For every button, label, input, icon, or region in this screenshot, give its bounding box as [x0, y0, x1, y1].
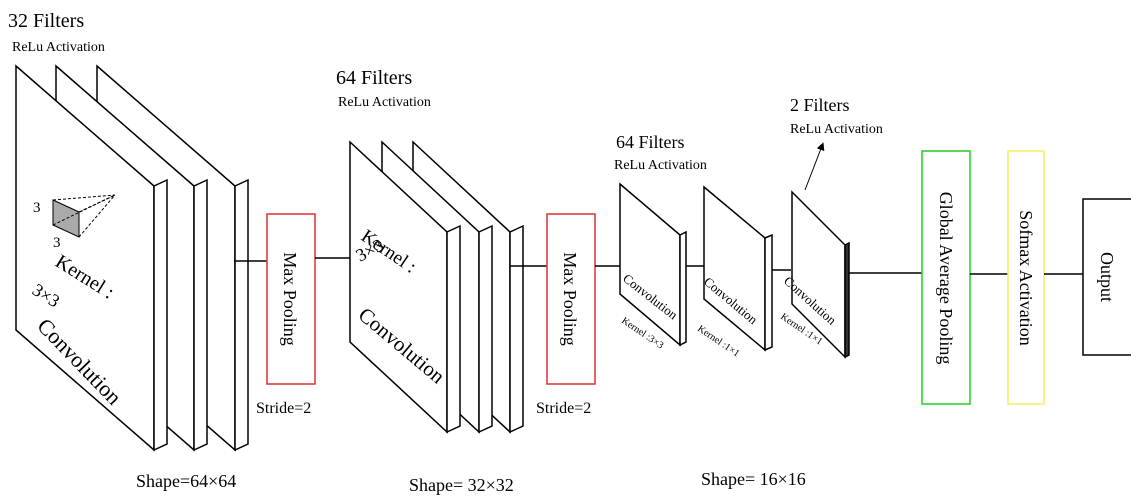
softmax-activation-label: Sofmax Activation [1016, 210, 1036, 345]
stage4-activation-arrow [804, 142, 825, 191]
stage2-filters-label: 64 Filters [336, 67, 412, 89]
stage1-filters-label: 32 Filters [8, 10, 84, 32]
stage2-feature-maps [349, 140, 524, 434]
max-pooling-2-label: Max Pooling [560, 252, 580, 346]
stage1-shape-label: Shape=64×64 [136, 471, 236, 491]
stage3-conv-b-kernel: Kernel :1×1 [695, 323, 741, 359]
stage1-feature-maps [15, 64, 249, 452]
stage2-shape-label: Shape= 32×32 [409, 475, 514, 495]
max-pooling-1-stride: Stride=2 [256, 400, 311, 417]
stage4-activation-label: ReLu Activation [790, 122, 883, 137]
stage4-filters-label: 2 Filters [790, 95, 850, 115]
stage3-activation-label: ReLu Activation [614, 158, 707, 173]
stage3-conv-a-map [619, 182, 687, 347]
stage3-filters-label: 64 Filters [616, 132, 685, 152]
stage1-kernel-dim-a: 3 [33, 200, 41, 216]
max-pooling-2-stride: Stride=2 [536, 400, 591, 417]
stage4-conv-map [791, 190, 850, 359]
softmax-activation-box [1007, 150, 1045, 405]
global-average-pooling-label: Global Average Pooling [936, 192, 956, 365]
stage2-activation-label: ReLu Activation [338, 95, 431, 110]
global-average-pooling-box [921, 150, 971, 405]
max-pooling-1-label: Max Pooling [280, 252, 300, 346]
max-pooling-2-box [546, 213, 596, 385]
max-pooling-1-box [266, 213, 316, 385]
output-box [1082, 198, 1131, 356]
stage1-activation-label: ReLu Activation [12, 40, 105, 55]
stage3-conv-b-map [703, 185, 773, 352]
stage3-shape-label: Shape= 16×16 [701, 469, 806, 489]
stage1-kernel-dim-b: 3 [53, 235, 61, 251]
output-label: Output [1097, 252, 1117, 302]
